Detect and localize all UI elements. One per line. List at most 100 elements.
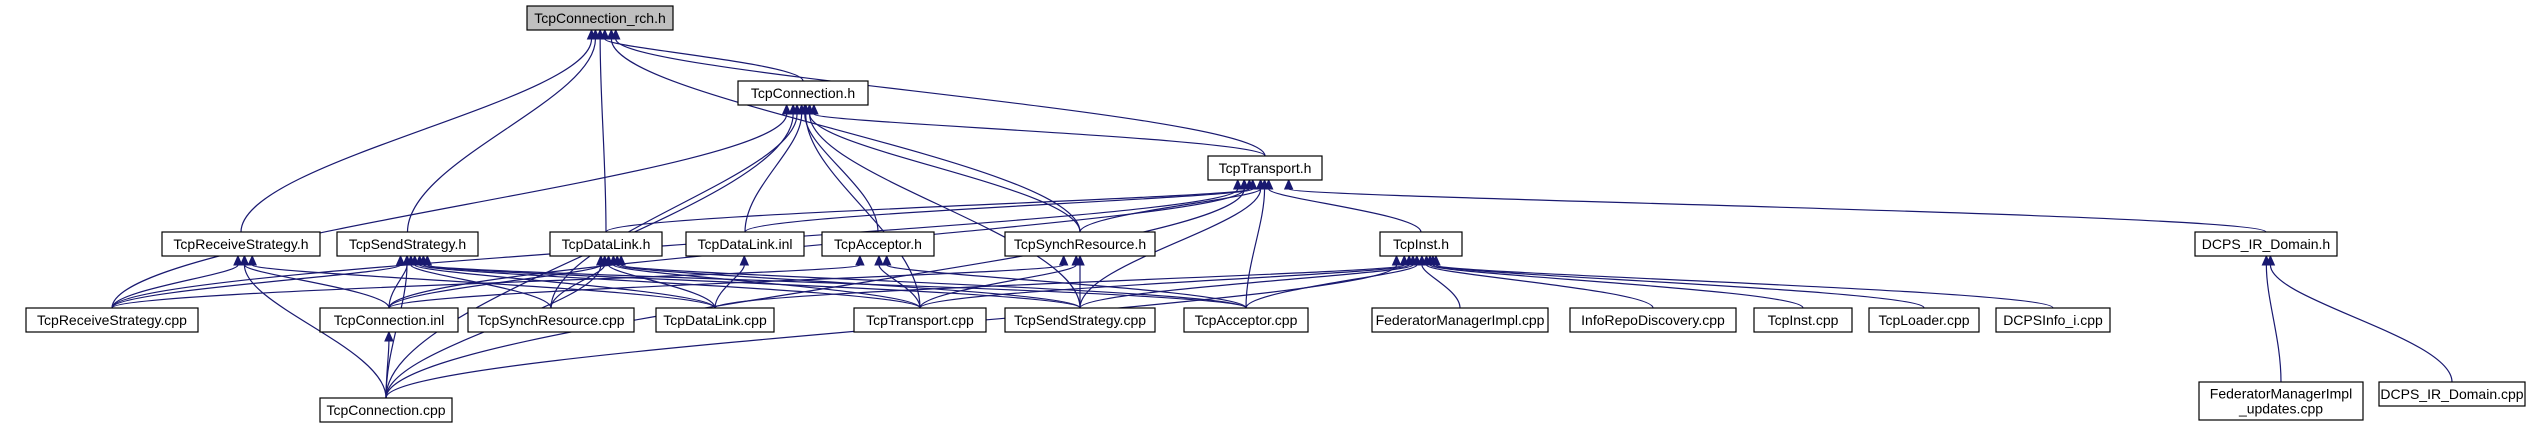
edge-synch_h-to-rch [606,28,1081,233]
node-box [319,397,453,423]
node-synch-cpp[interactable]: TcpSynchResource.cpp [467,307,635,333]
node-conn-inl[interactable]: TcpConnection.inl [319,307,459,333]
arrowhead [616,254,626,266]
node-label: DCPS_IR_Domain.cpp [2380,386,2523,402]
node-box [1379,231,1463,257]
edge-line [714,264,1405,309]
edge-conn_cpp-to-conn_inl [384,330,394,399]
node-dcps-h[interactable]: DCPS_IR_Domain.h [2194,231,2338,257]
node-datalink-inl[interactable]: TcpDataLink.inl [685,231,805,257]
edge-line [388,188,1245,309]
node-dcps-cpp[interactable]: DCPS_IR_Domain.cpp [2378,381,2526,407]
node-fedmgr-cpp[interactable]: FederatorManagerImpl.cpp [1371,307,1549,333]
node-box [821,231,935,257]
node-transport-h[interactable]: TcpTransport.h [1207,155,1323,181]
node-label: TcpConnection.cpp [326,402,445,418]
node-send-cpp[interactable]: TcpSendStrategy.cpp [1004,307,1156,333]
node-box [685,231,805,257]
edge-line [919,264,1410,309]
arrowhead [1283,178,1294,190]
arrowhead [1399,254,1410,266]
node-recv-h[interactable]: TcpReceiveStrategy.h [161,231,321,257]
node-transport-cpp[interactable]: TcpTransport.cpp [853,307,987,333]
edge-line [385,340,390,399]
edge-line [1079,188,1262,233]
edge-line [808,113,1081,233]
edge-line [388,264,1065,309]
node-rch[interactable]: TcpConnection_rch.h [526,5,674,31]
node-label: TcpTransport.h [1219,160,1312,176]
node-dcpsinfo-cpp[interactable]: DCPSInfo_i.cpp [1995,307,2111,333]
edge-send_cpp-to-datalink_h [612,254,1081,309]
arrowhead [239,254,250,266]
arrowhead [1431,254,1441,266]
node-inforepo-cpp[interactable]: InfoRepoDiscovery.cpp [1569,307,1737,333]
edge-line [406,38,597,233]
edge-line [805,113,921,309]
edge-line [1435,264,2054,309]
node-label: TcpAcceptor.h [834,236,922,252]
node-label: TcpDataLink.h [562,236,651,252]
edge-recv_cpp-to-conn_h [111,103,792,309]
edge-line [422,264,1081,309]
node-box [467,307,635,333]
edge-datalink_h-to-transport_h [605,178,1255,233]
edge-line [1429,264,1804,309]
edge-line [615,38,1266,157]
node-label: _updates.cpp [2238,401,2323,417]
edge-line [616,264,1081,309]
edge-datalink_cpp-to-inst_h [714,254,1410,309]
node-datalink-h[interactable]: TcpDataLink.h [549,231,663,257]
arrowhead [395,254,406,266]
node-inst-cpp[interactable]: TcpInst.cpp [1753,307,1853,333]
arrowhead [1391,254,1402,266]
node-datalink-cpp[interactable]: TcpDataLink.cpp [655,307,775,333]
edge-line [2269,264,2453,383]
node-box [655,307,775,333]
node-fedmgr-upd[interactable]: FederatorManagerImpl_updates.cpp [2198,381,2364,421]
arrowhead [247,254,257,266]
node-send-h[interactable]: TcpSendStrategy.h [336,231,479,257]
node-label: TcpDataLink.inl [698,236,793,252]
node-label: TcpConnection_rch.h [534,10,666,26]
arrowhead [874,254,884,266]
edge-line [744,188,1254,233]
edge-recv_cpp-to-recv_h [111,254,243,309]
node-box [737,80,869,106]
edge-line [599,38,607,233]
edge-line [111,113,788,309]
node-inst-h[interactable]: TcpInst.h [1379,231,1463,257]
node-box [2378,381,2526,407]
edge-inst_cpp-to-inst_h [1425,254,1804,309]
node-box [2194,231,2338,257]
edge-line [878,264,921,309]
node-synch-h[interactable]: TcpSynchResource.h [1004,231,1156,257]
edge-line [1288,188,2267,233]
node-label: TcpSynchResource.h [1014,236,1146,252]
edge-inforepo_cpp-to-inst_h [1421,254,1654,309]
node-label: TcpLoader.cpp [1878,312,1969,328]
edge-fedmgr_upd-to-dcps_h [2261,254,2282,383]
edge-acceptor_cpp-to-datalink_h [616,254,1247,309]
node-box [1183,307,1309,333]
edge-line [240,38,593,233]
node-acceptor-h[interactable]: TcpAcceptor.h [821,231,935,257]
node-box [336,231,479,257]
node-loader-cpp[interactable]: TcpLoader.cpp [1868,307,1980,333]
node-box [1753,307,1853,333]
edge-line [1079,264,1414,309]
edge-conn_inl-to-synch_h [388,254,1069,309]
edge-send_cpp-to-conn_h [804,103,1081,309]
edge-line [919,264,1077,309]
node-conn-h[interactable]: TcpConnection.h [737,80,869,106]
node-box [1207,155,1323,181]
arrowhead [596,254,606,266]
node-conn-cpp[interactable]: TcpConnection.cpp [319,397,453,423]
edge-line [385,188,1245,399]
edge-datalink_h-to-rch [595,28,607,233]
edge-conn_cpp-to-recv_h [239,254,387,399]
node-recv-cpp[interactable]: TcpReceiveStrategy.cpp [25,307,199,333]
node-acceptor-cpp[interactable]: TcpAcceptor.cpp [1183,307,1309,333]
node-label: TcpInst.h [1393,236,1449,252]
edge-line [1421,264,1461,309]
